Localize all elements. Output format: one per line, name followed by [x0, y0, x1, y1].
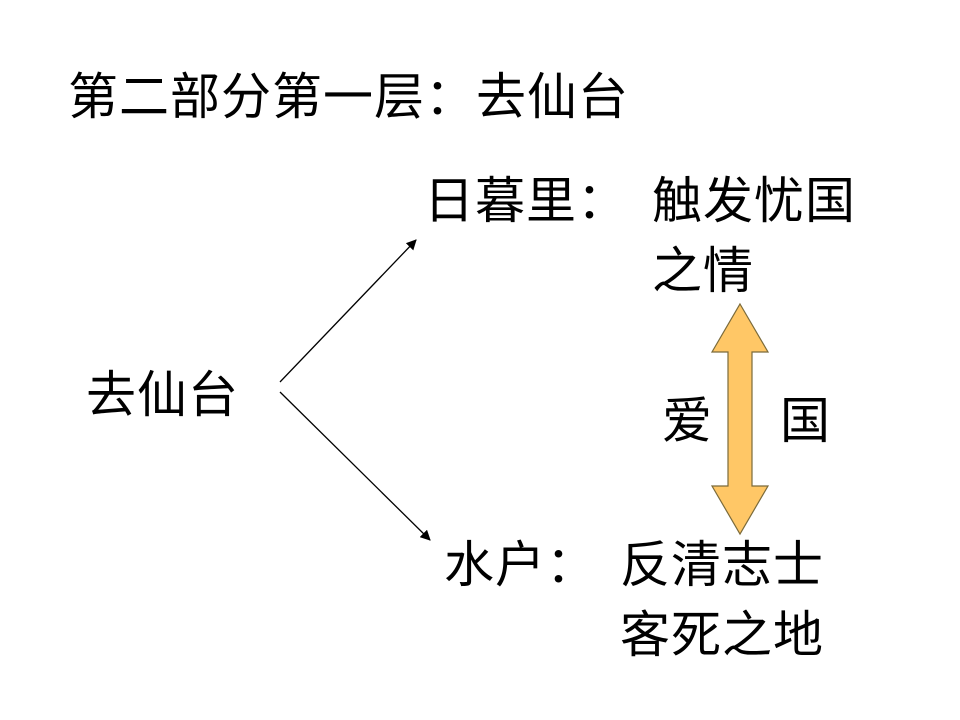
- bottom-branch-head: 水户：: [444, 536, 597, 594]
- link-label-left: 爱: [662, 392, 713, 450]
- top-branch-line-1: 触发忧国: [652, 172, 856, 230]
- arrow-to-bottom-branch: [279, 391, 431, 541]
- bottom-branch-line-2: 客死之地: [620, 606, 824, 664]
- arrow-to-top-branch: [279, 239, 417, 383]
- link-label-right: 国: [780, 392, 831, 450]
- double-arrow-link: [710, 302, 770, 536]
- top-branch-line-2: 之情: [652, 242, 754, 300]
- top-branch-head: 日暮里：: [424, 172, 628, 230]
- bottom-branch-line-1: 反清志士: [620, 536, 824, 594]
- slide-title: 第二部分第一层：去仙台: [68, 68, 629, 126]
- root-node-label: 去仙台: [86, 366, 239, 424]
